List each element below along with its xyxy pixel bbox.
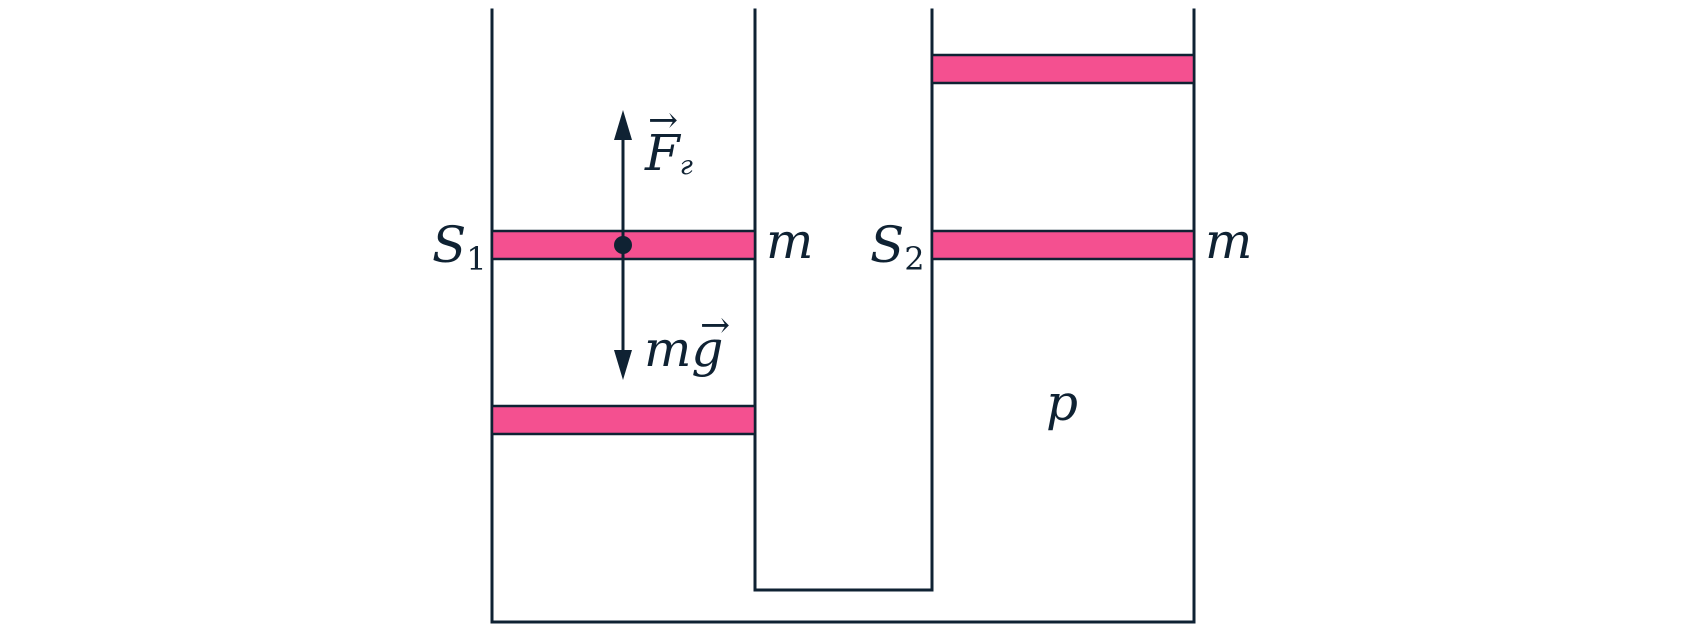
gravity-arrow-head xyxy=(614,350,632,380)
label-s1-main: S xyxy=(432,216,466,274)
label-s2-main: S xyxy=(870,216,904,274)
label-gas-force-arrow: → xyxy=(648,100,678,141)
label-gravity-arrow: → xyxy=(700,305,730,346)
label-gas-force-subscript: г xyxy=(680,151,693,181)
force-application-point xyxy=(614,236,632,254)
force-vectors xyxy=(614,110,632,380)
label-mass-left: m xyxy=(766,212,813,270)
label-gas-force: Fг xyxy=(644,124,693,182)
right-piston-top xyxy=(930,53,1196,85)
label-pressure: p xyxy=(1046,374,1078,432)
label-mass-right: m xyxy=(1205,212,1252,270)
right-piston-s2 xyxy=(930,229,1196,261)
label-s1: S1 xyxy=(432,216,487,278)
gas-force-arrow-head xyxy=(614,110,632,140)
vessel-walls xyxy=(490,8,1196,624)
label-gravity-m: m xyxy=(644,320,691,378)
label-gravity: mg xyxy=(644,320,723,378)
label-gravity-g: g xyxy=(691,320,723,378)
label-gas-force-main: F xyxy=(644,124,682,182)
label-s2: S2 xyxy=(870,216,925,278)
pistons xyxy=(490,53,1196,436)
label-s2-subscript: 2 xyxy=(904,240,924,278)
left-piston-bottom xyxy=(490,404,757,436)
label-s1-subscript: 1 xyxy=(466,240,486,278)
